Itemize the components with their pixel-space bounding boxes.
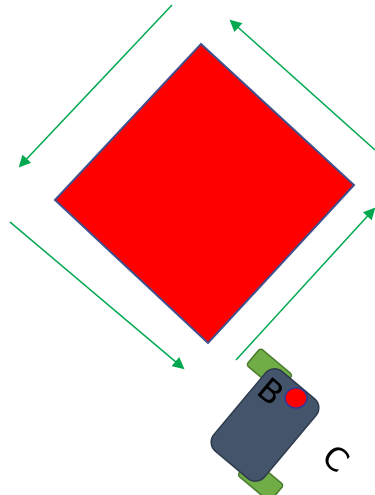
robot-sensor — [285, 388, 307, 408]
wheel-c-label: C — [315, 437, 357, 480]
robot — [188, 348, 341, 495]
